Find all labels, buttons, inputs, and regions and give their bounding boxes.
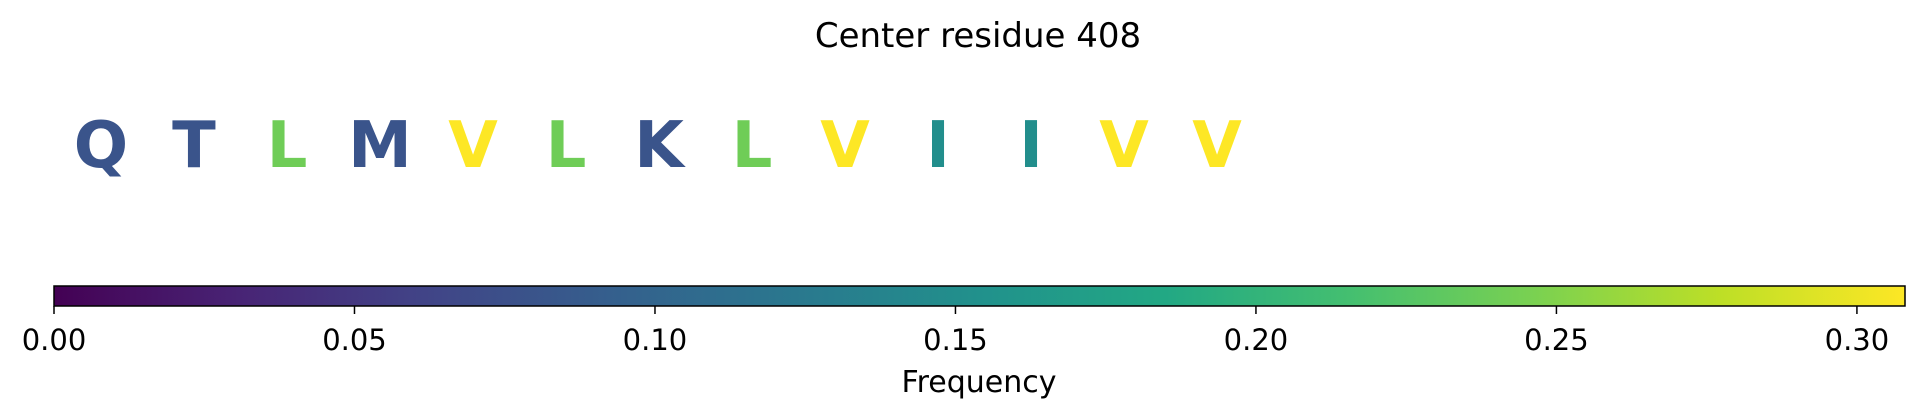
- residue-letter: K: [634, 109, 686, 183]
- chart-title: Center residue 408: [815, 16, 1141, 56]
- residue-letter: V: [820, 109, 870, 183]
- residue-letter: M: [348, 109, 412, 183]
- residue-letter: V: [448, 109, 498, 183]
- colorbar-tick-label: 0.00: [22, 323, 87, 357]
- residue-letter: Q: [74, 109, 128, 183]
- residue-letter: L: [267, 109, 308, 183]
- residue-letter: T: [172, 109, 216, 183]
- colorbar-tick-label: 0.25: [1524, 323, 1589, 357]
- residue-letter: L: [546, 109, 587, 183]
- residue-letter: I: [1019, 109, 1043, 183]
- colorbar-tick-label: 0.30: [1825, 323, 1890, 357]
- residue-letter: V: [1099, 109, 1149, 183]
- residue-letter: L: [732, 109, 773, 183]
- colorbar: [53, 285, 1906, 307]
- colorbar-tick-label: 0.15: [923, 323, 988, 357]
- colorbar-tick-label: 0.10: [623, 323, 688, 357]
- residue-letter: V: [1192, 109, 1242, 183]
- colorbar-tick-label: 0.20: [1224, 323, 1289, 357]
- colorbar-label: Frequency: [902, 365, 1057, 400]
- residue-letter: I: [926, 109, 950, 183]
- colorbar-tick-label: 0.05: [322, 323, 387, 357]
- colorbar-ticks: 0.00 0.05 0.10 0.15 0.20 0.25 0.30: [22, 306, 1890, 357]
